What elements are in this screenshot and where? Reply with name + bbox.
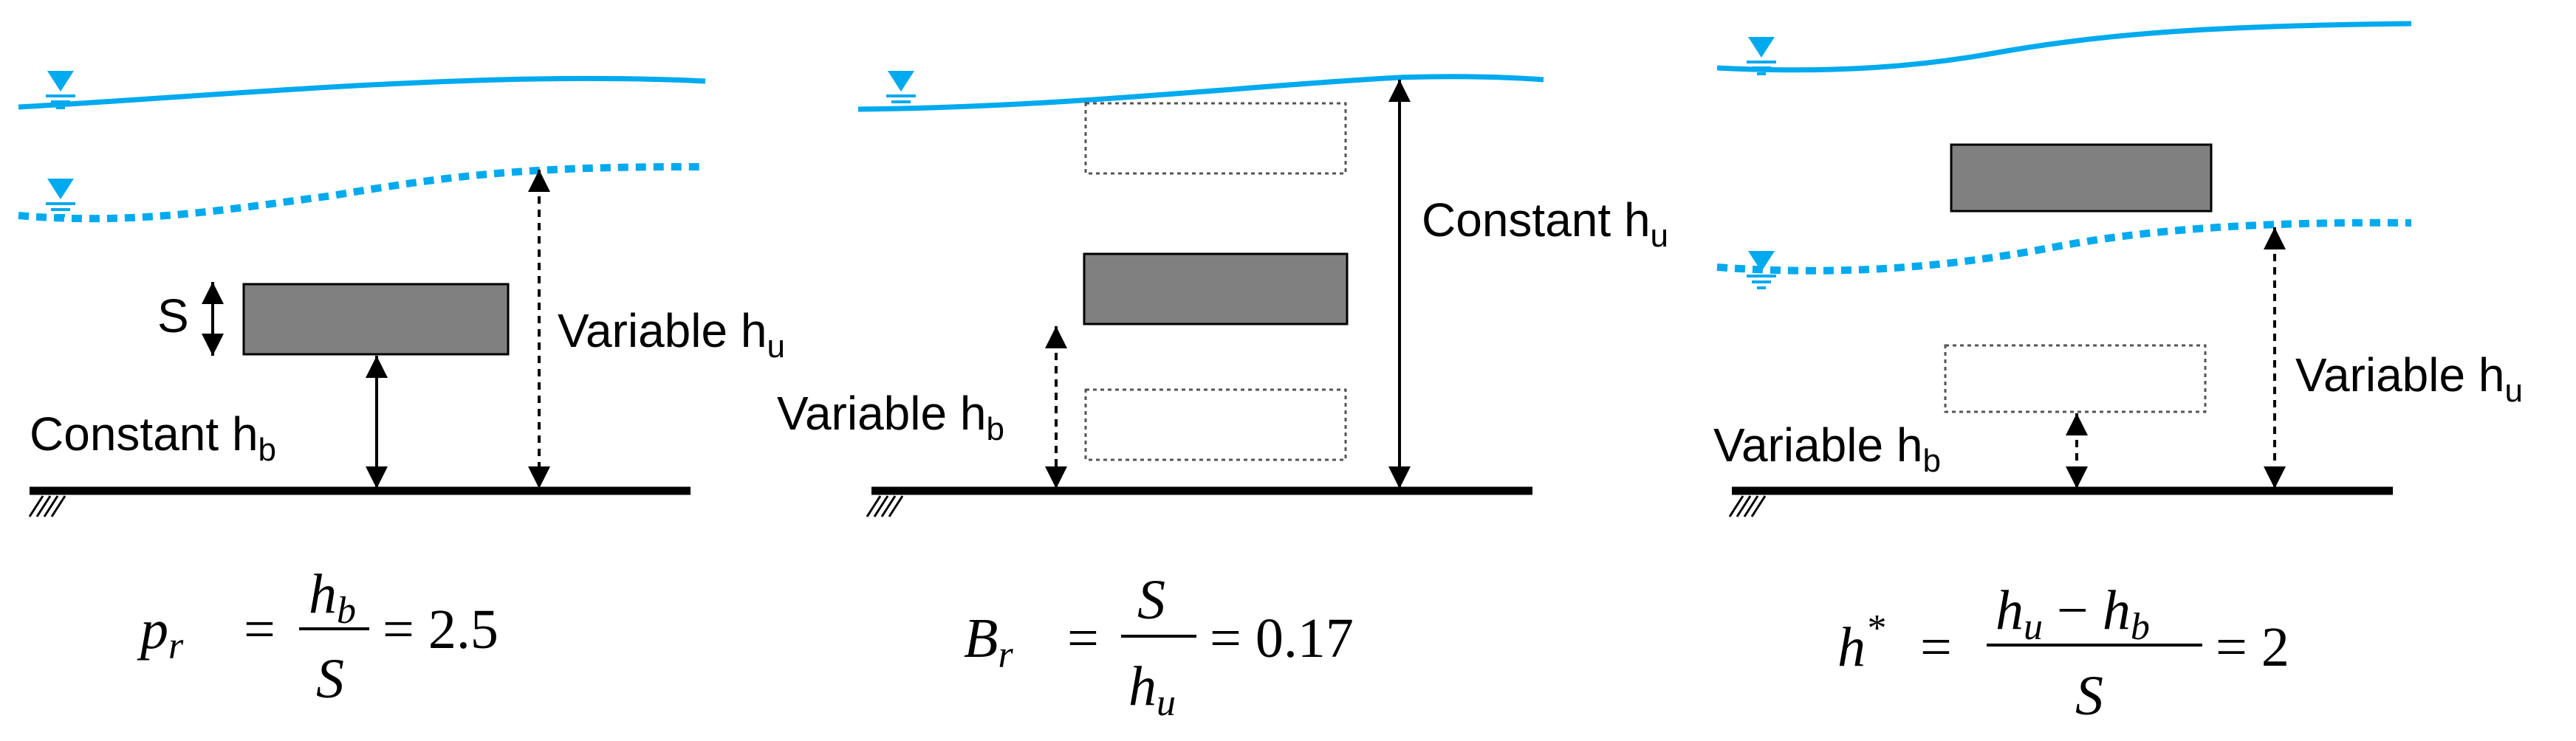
equation-hstar: h* = hu − hb S = 2 (1837, 579, 2289, 727)
block-position-upper (1084, 102, 1347, 175)
ground-hatch (866, 494, 904, 518)
panel-1: S Variable hu Constant hb pr = hb S = 2.… (18, 69, 785, 710)
variable-hb-label: Variable hb (1713, 418, 1941, 479)
panel-3: Variable hb Variable hu h* = hu − hb S =… (1713, 21, 2523, 727)
svg-text:hb: hb (309, 563, 356, 632)
block (1950, 143, 2213, 213)
variable-hu-label: Variable hu (2295, 348, 2523, 409)
svg-text:hu: hu (1128, 655, 1176, 724)
water-level-symbol (885, 69, 917, 109)
block (1083, 252, 1349, 325)
block (242, 283, 510, 356)
size-label: S (157, 289, 189, 342)
water-surface-upper (18, 75, 706, 110)
equation-br: Br = S hu = 0.17 (964, 569, 1354, 724)
panel-2: Constant hu Variable hb Br = S hu = 0.17 (777, 69, 1668, 724)
constant-hu-label: Constant hu (1422, 193, 1668, 254)
water-surface-upper (1716, 21, 2412, 73)
ground-hatch (28, 494, 66, 518)
svg-text:h*: h* (1837, 607, 1885, 678)
svg-text:S: S (1137, 569, 1165, 631)
svg-text:= 2: = 2 (2216, 616, 2289, 678)
equation-pr: pr = hb S = 2.5 (137, 563, 499, 710)
svg-text:Br: Br (964, 607, 1013, 676)
constant-hb-label: Constant hb (30, 407, 276, 468)
svg-text:=: = (244, 599, 275, 661)
svg-text:S: S (316, 648, 344, 710)
svg-text:= 0.17: = 0.17 (1210, 607, 1354, 669)
svg-text:pr: pr (137, 599, 184, 667)
svg-text:= 2.5: = 2.5 (383, 599, 499, 661)
block-position-lower (1084, 388, 1347, 461)
ground-hatch (1728, 494, 1767, 518)
svg-text:S: S (2075, 665, 2103, 727)
water-surface-lower (18, 162, 706, 223)
variable-hb-label: Variable hb (777, 387, 1004, 447)
variable-hu-label: Variable hu (558, 304, 785, 365)
water-level-symbol (44, 177, 77, 217)
water-surface-lower (1716, 218, 2412, 275)
block-position-dotted (1944, 344, 2207, 413)
svg-text:=: = (1920, 616, 1952, 678)
svg-text:hu − hb: hu − hb (1996, 579, 2150, 648)
svg-text:=: = (1067, 607, 1099, 669)
water-surface (857, 74, 1544, 112)
